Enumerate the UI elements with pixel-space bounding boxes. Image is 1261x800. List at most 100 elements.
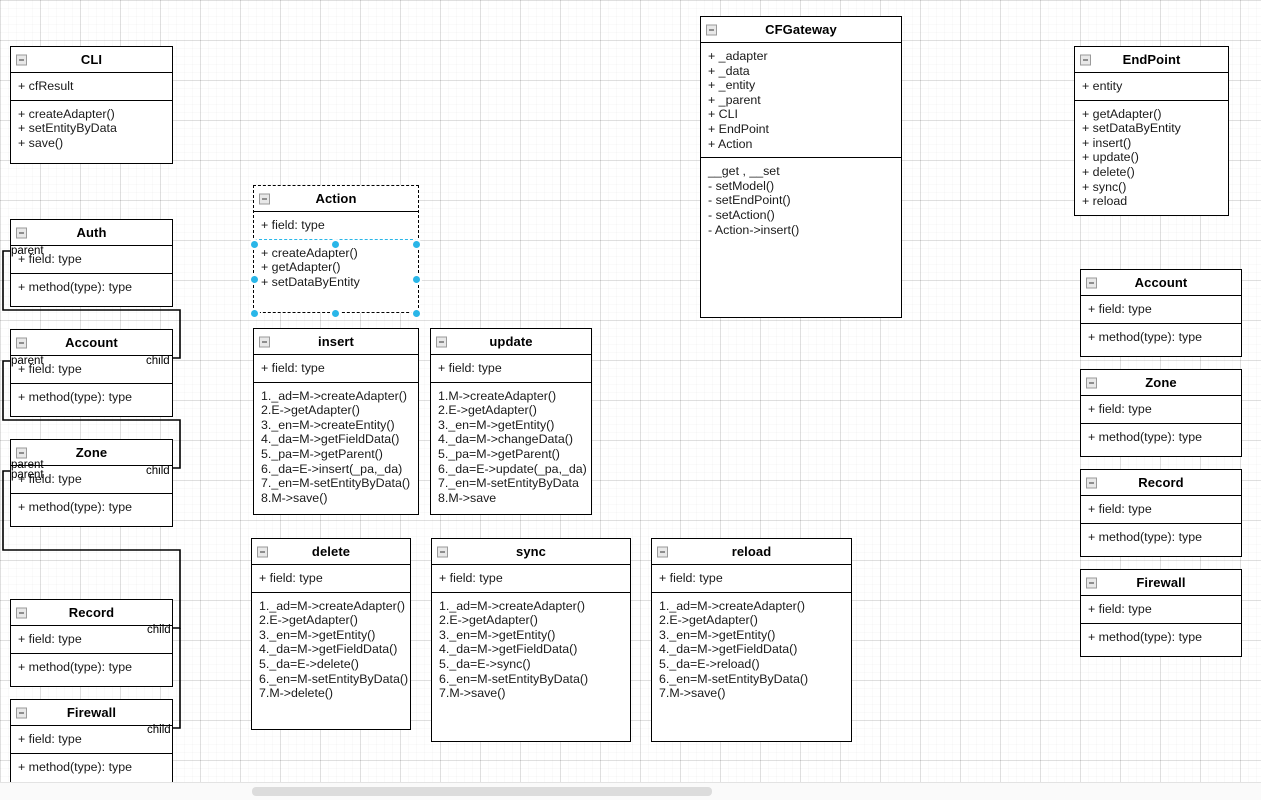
collapse-minus-icon[interactable] <box>1086 577 1097 588</box>
horizontal-scrollbar-track[interactable] <box>0 782 1261 800</box>
handle-middle-right[interactable] <box>411 274 422 285</box>
method-row: 4._da=M->changeData() <box>438 432 574 447</box>
attribute-row: + CLI <box>708 107 738 122</box>
uml-class-endpoint[interactable]: EndPoint+ entity+ getAdapter()+ setDataB… <box>1074 46 1229 216</box>
class-name-label: sync <box>515 544 547 559</box>
method-row: - setAction() <box>708 207 775 222</box>
collapse-minus-icon[interactable] <box>706 24 717 35</box>
attribute-row: + field: type <box>1088 502 1152 516</box>
methods-compartment: 1.M->createAdapter()2.E->getAdapter()3._… <box>431 383 591 512</box>
collapse-minus-icon[interactable] <box>257 546 268 557</box>
method-row: 6._en=M-setEntityByData() <box>439 671 589 686</box>
collapse-minus-icon[interactable] <box>1086 477 1097 488</box>
handle-bottom-left[interactable] <box>249 308 260 319</box>
handle-top-left[interactable] <box>249 239 260 250</box>
method-row: 1._ad=M->createAdapter() <box>439 598 586 613</box>
method-row: + insert() <box>1082 135 1132 150</box>
connector-label-record-child: child <box>147 624 171 636</box>
horizontal-scrollbar-thumb[interactable] <box>252 787 712 796</box>
collapse-minus-icon[interactable] <box>259 193 270 204</box>
uml-class-account-left[interactable]: Account+ field: type+ method(type): type <box>10 329 173 417</box>
class-name-label: Record <box>68 605 115 620</box>
class-name-label: Record <box>1138 475 1184 490</box>
connector-label-account-parent: parent <box>11 355 44 367</box>
collapse-minus-icon[interactable] <box>16 607 27 618</box>
collapse-minus-icon[interactable] <box>437 546 448 557</box>
handle-top-center[interactable] <box>330 239 341 250</box>
method-row: 3._en=M->getEntity() <box>259 627 376 642</box>
uml-class-cli[interactable]: CLI+ cfResult+ createAdapter()+ setEntit… <box>10 46 173 164</box>
collapse-minus-icon[interactable] <box>16 707 27 718</box>
collapse-minus-icon[interactable] <box>657 546 668 557</box>
method-row: - Action->insert() <box>708 222 800 237</box>
class-title-bar: Account <box>1081 270 1241 296</box>
method-row: + setDataByEntity <box>1082 121 1181 136</box>
method-row: 1._ad=M->createAdapter() <box>659 598 806 613</box>
uml-class-cfgateway[interactable]: CFGateway+ _adapter+ _data+ _entity+ _pa… <box>700 16 902 318</box>
methods-compartment: 1._ad=M->createAdapter()2.E->getAdapter(… <box>252 593 410 707</box>
method-row: + setEntityByData <box>18 121 117 136</box>
method-row: 7.M->save() <box>439 686 506 701</box>
handle-top-right[interactable] <box>411 239 422 250</box>
attribute-row: + field: type <box>438 361 502 375</box>
attribute-row: + Action <box>708 136 753 151</box>
class-name-label: Account <box>1134 275 1188 290</box>
method-row: - setEndPoint() <box>708 193 791 208</box>
class-name-label: Firewall <box>66 705 117 720</box>
connector-label-account-child: child <box>146 355 170 367</box>
attribute-row: + _parent <box>708 92 761 107</box>
attributes-compartment: + field: type <box>11 626 172 654</box>
collapse-minus-icon[interactable] <box>436 336 447 347</box>
attributes-compartment: + field: type <box>431 355 591 383</box>
attribute-row: + field: type <box>259 571 323 585</box>
handle-bottom-center[interactable] <box>330 308 341 319</box>
collapse-minus-icon[interactable] <box>16 337 27 348</box>
attributes-compartment: + field: type <box>11 726 172 754</box>
uml-class-firewall-left[interactable]: Firewall+ field: type+ method(type): typ… <box>10 699 173 787</box>
attributes-compartment: + field: type <box>652 565 851 593</box>
collapse-minus-icon[interactable] <box>1080 54 1091 65</box>
collapse-minus-icon[interactable] <box>1086 277 1097 288</box>
attribute-row: + _entity <box>708 78 756 93</box>
uml-class-account-right[interactable]: Account+ field: type+ method(type): type <box>1080 269 1242 357</box>
handle-bottom-right[interactable] <box>411 308 422 319</box>
connector-label-zone-parent-b: parent <box>11 469 44 481</box>
collapse-minus-icon[interactable] <box>16 447 27 458</box>
collapse-minus-icon[interactable] <box>259 336 270 347</box>
class-name-label: Action <box>315 191 357 206</box>
class-name-label: Zone <box>1145 375 1177 390</box>
method-row: 8.M->save() <box>261 490 328 505</box>
attribute-row: + field: type <box>1088 602 1152 616</box>
methods-compartment: + getAdapter()+ setDataByEntity+ insert(… <box>1075 101 1228 215</box>
method-row: 5._da=E->sync() <box>439 656 531 671</box>
uml-class-record-right[interactable]: Record+ field: type+ method(type): type <box>1080 469 1242 557</box>
attributes-compartment: + field: type <box>252 565 410 593</box>
class-title-bar: CLI <box>11 47 172 73</box>
collapse-minus-icon[interactable] <box>16 54 27 65</box>
method-row: + method(type): type <box>18 499 132 514</box>
handle-middle-left[interactable] <box>249 274 260 285</box>
attributes-compartment: + field: type <box>254 355 418 383</box>
method-row: 1.M->createAdapter() <box>438 388 557 403</box>
attributes-compartment: + field: type <box>11 466 172 494</box>
attributes-compartment: + field: type <box>1081 396 1241 424</box>
collapse-minus-icon[interactable] <box>16 227 27 238</box>
uml-class-zone-left[interactable]: Zone + field: type + method(type): type <box>10 439 173 527</box>
attributes-compartment: + field: type <box>11 356 172 384</box>
uml-class-auth[interactable]: Auth+ field: type+ method(type): type <box>10 219 173 307</box>
class-name-label: Zone <box>75 445 108 460</box>
class-name-label: CFGateway <box>765 22 837 37</box>
connector-label-zone-child: child <box>146 465 170 477</box>
uml-class-firewall-right[interactable]: Firewall+ field: type+ method(type): typ… <box>1080 569 1242 657</box>
collapse-minus-icon[interactable] <box>1086 377 1097 388</box>
uml-class-zone-right[interactable]: Zone+ field: type+ method(type): type <box>1080 369 1242 457</box>
method-row: + method(type): type <box>1088 329 1202 344</box>
method-row: 3._en=M->createEntity() <box>261 417 395 432</box>
uml-class-record-left[interactable]: Record+ field: type+ method(type): type <box>10 599 173 687</box>
